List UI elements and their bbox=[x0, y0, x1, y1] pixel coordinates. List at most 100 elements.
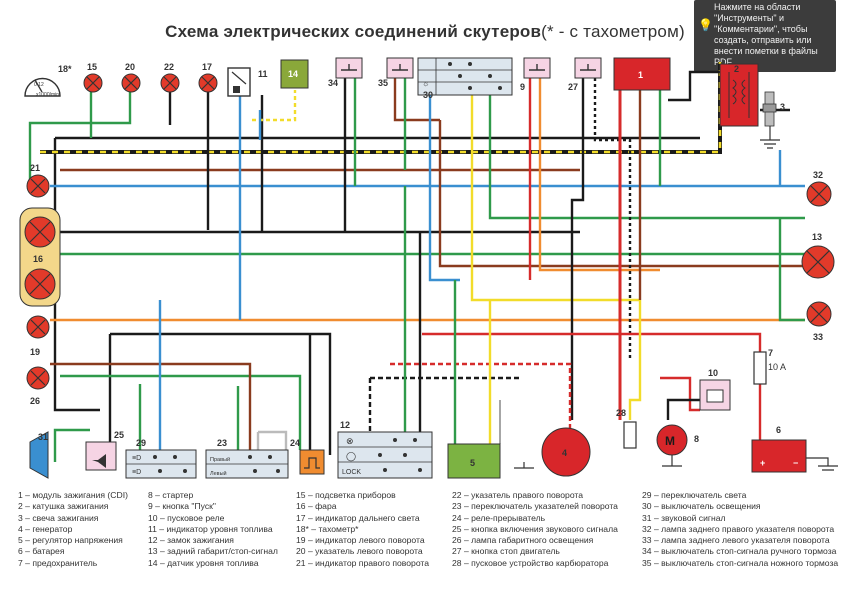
legend-item: 21 – индикатор правого поворота bbox=[296, 557, 430, 568]
svg-text:⊗: ⊗ bbox=[346, 436, 354, 446]
wire-green-low bbox=[60, 374, 302, 450]
lamp-21: 21 bbox=[26, 163, 50, 198]
legend-item: 2 – катушка зажигания bbox=[18, 501, 109, 512]
svg-text:9: 9 bbox=[520, 82, 525, 92]
lamp-33: 33 bbox=[806, 301, 832, 342]
legend-item: 35 – выключатель стоп-сигнала ножного то… bbox=[642, 557, 839, 568]
svg-text:≡D: ≡D bbox=[132, 455, 141, 462]
turn-switch-23: Правый Левый 23 bbox=[205, 438, 289, 479]
ignition-coil: 2 bbox=[719, 63, 759, 127]
title-text: Схема электрических соединений скутеров bbox=[165, 22, 542, 41]
legend-item: 22 – указатель правого поворота bbox=[452, 490, 584, 500]
svg-text:28: 28 bbox=[616, 408, 626, 418]
legend-item: 4 – генератор bbox=[18, 523, 73, 534]
starter-motor-8: M 8 bbox=[656, 424, 699, 467]
svg-text:LOCK: LOCK bbox=[342, 469, 361, 476]
legend-item: 15 – подсветка приборов bbox=[296, 490, 396, 500]
diagram-title: Схема электрических соединений скутеров(… bbox=[0, 22, 850, 42]
headlight-16: 16 bbox=[19, 207, 61, 307]
svg-text:35: 35 bbox=[378, 78, 388, 88]
svg-text:10: 10 bbox=[708, 368, 718, 378]
svg-text:26: 26 bbox=[30, 396, 40, 406]
start-relay-10: 10 bbox=[699, 368, 731, 411]
lamp-19: 19 bbox=[26, 315, 50, 357]
svg-text:25: 25 bbox=[114, 430, 124, 440]
svg-text:3: 3 bbox=[780, 102, 785, 112]
legend-item: 5 – регулятор напряжения bbox=[18, 535, 123, 546]
battery-6: + − 6 bbox=[751, 425, 838, 473]
svg-text:+: + bbox=[760, 458, 765, 468]
legend-col-1: 1 – модуль зажигания (CDI) 2 – катушка з… bbox=[18, 490, 128, 569]
svg-text:20: 20 bbox=[125, 62, 135, 72]
svg-text:◯: ◯ bbox=[346, 451, 356, 462]
legend-col-2: 8 – стартер 9 – кнопка "Пуск" 10 – пуско… bbox=[148, 490, 278, 569]
svg-text:16: 16 bbox=[33, 254, 43, 264]
tachometer: x1000/min 0 12 18* bbox=[24, 64, 72, 98]
svg-text:31: 31 bbox=[38, 432, 48, 442]
svg-text:27: 27 bbox=[568, 82, 578, 92]
svg-text:33: 33 bbox=[813, 332, 823, 342]
legend-item: 7 – предохранитель bbox=[18, 557, 98, 568]
legend-col-3: 15 – подсветка приборов 16 – фара 17 – и… bbox=[296, 490, 429, 569]
svg-text:21: 21 bbox=[30, 163, 40, 173]
title-subtitle: (* - с тахометром) bbox=[541, 22, 685, 41]
legend-item: 33 – лампа заднего левого указателя пово… bbox=[642, 535, 830, 546]
svg-text:8: 8 bbox=[694, 434, 699, 444]
svg-text:7: 7 bbox=[768, 348, 773, 358]
svg-text:13: 13 bbox=[812, 232, 822, 242]
legend-item: 19 – индикатор левого поворота bbox=[296, 535, 425, 546]
legend-col-4: 22 – указатель правого поворота 23 – пер… bbox=[452, 490, 618, 569]
fuel-sensor: 14 bbox=[280, 59, 309, 89]
tacho-scale: 0 12 bbox=[34, 82, 44, 88]
legend-item: 30 – выключатель освещения bbox=[642, 501, 761, 512]
legend-item: 12 – замок зажигания bbox=[148, 535, 234, 546]
svg-text:17: 17 bbox=[202, 62, 212, 72]
svg-text:6: 6 bbox=[776, 425, 781, 435]
svg-text:12: 12 bbox=[340, 420, 350, 430]
svg-text:2: 2 bbox=[734, 64, 739, 74]
ignition-lock-12: ⊗ ◯ LOCK 12 bbox=[337, 420, 433, 479]
brake-switch-34: 34 bbox=[328, 57, 363, 88]
stop-button-27: 27 bbox=[568, 57, 602, 92]
cdi-module: 1 bbox=[613, 57, 671, 91]
flasher-relay-24: 24 bbox=[290, 438, 325, 475]
wires bbox=[28, 62, 805, 462]
legend-item: 32 – лампа заднего правого указателя пов… bbox=[642, 523, 835, 534]
legend-item: 34 – выключатель стоп-сигнала ручного то… bbox=[642, 546, 837, 557]
legend-item: 26 – лампа габаритного освещения bbox=[452, 535, 594, 546]
legend-item: 10 – пусковое реле bbox=[148, 512, 225, 523]
legend-item: 23 – переключатель указателей поворота bbox=[452, 501, 618, 512]
legend-item: 16 – фара bbox=[296, 501, 337, 512]
lightbulb-icon: 💡 bbox=[698, 18, 713, 32]
lamp-32: 32 bbox=[806, 170, 832, 207]
wire-brown-right bbox=[438, 120, 805, 268]
svg-text:15: 15 bbox=[87, 62, 97, 72]
legend-item: 27 – кнопка стоп двигатель bbox=[452, 546, 560, 557]
pdf-tooltip[interactable]: 💡 Нажмите на области "Инструменты" и "Ко… bbox=[694, 0, 836, 72]
svg-text:22: 22 bbox=[164, 62, 174, 72]
svg-text:4: 4 bbox=[562, 448, 567, 458]
legend-item: 20 – указатель левого поворота bbox=[296, 546, 423, 557]
legend-item: 25 – кнопка включения звукового сигнала bbox=[452, 523, 618, 534]
lamp-17: 17 bbox=[198, 62, 218, 93]
lamp-15: 15 bbox=[83, 62, 103, 93]
svg-text:11: 11 bbox=[258, 69, 268, 79]
light-switch-30: ☼ 30 bbox=[417, 57, 513, 100]
legend-item: 28 – пусковое устройство карбюратора bbox=[452, 557, 609, 568]
wire-black-left bbox=[53, 138, 100, 412]
lamp-26: 26 bbox=[26, 366, 50, 406]
legend-item: 3 – свеча зажигания bbox=[18, 512, 99, 523]
tacho-unit: x1000/min bbox=[36, 92, 59, 98]
svg-text:30: 30 bbox=[423, 90, 433, 100]
horn-31: 31 bbox=[29, 431, 49, 479]
legend-item: 29 – переключатель света bbox=[642, 490, 747, 500]
spark-plug: 3 bbox=[760, 91, 785, 149]
legend-item: 31 – звуковой сигнал bbox=[642, 512, 726, 523]
wire-brown-low bbox=[50, 362, 252, 450]
svg-text:−: − bbox=[793, 458, 798, 468]
lamp-22: 22 bbox=[160, 62, 180, 93]
brake-switch-35: 35 bbox=[378, 57, 414, 88]
legend-col-5: 29 – переключатель света 30 – выключател… bbox=[642, 490, 838, 569]
svg-text:1: 1 bbox=[638, 70, 643, 80]
